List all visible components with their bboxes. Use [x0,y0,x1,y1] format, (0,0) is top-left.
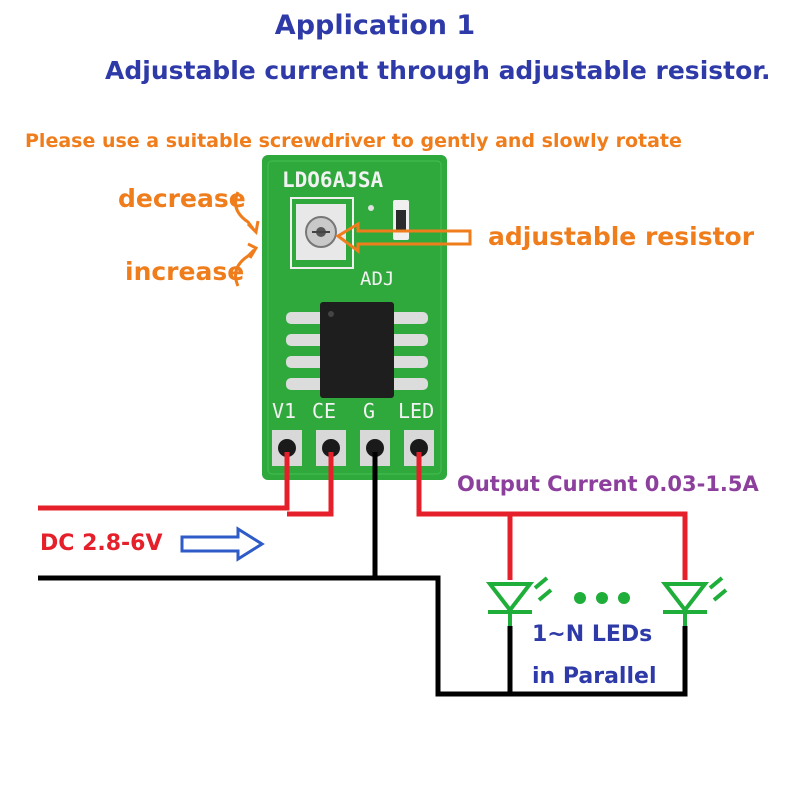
ellipsis-dots [574,592,630,604]
trimmer-outline [290,197,354,269]
ce-wire [287,452,334,517]
positive-wire [38,452,290,511]
adjust-arrow [335,221,472,254]
ic-chip [286,302,428,398]
adj-label: ADJ [360,268,394,290]
led-ground-wire [375,575,688,697]
subtitle: Adjustable current through adjustable re… [105,56,771,85]
increase-label: increase [125,257,245,286]
dc-input-arrow [180,526,265,562]
pin-label-v1: V1 [272,399,296,423]
board-model-label: LDO6AJSA [282,168,384,192]
pin-label-g: G [363,399,375,423]
led-1 [485,576,553,626]
adjustable-resistor-label: adjustable resistor [488,222,755,251]
led-output-wire [416,452,688,580]
decrease-label: decrease [118,184,246,213]
leds-label-line1: 1~N LEDs [532,622,653,647]
output-current-label: Output Current 0.03-1.5A [457,472,759,496]
instruction-text: Please use a suitable screwdriver to gen… [25,130,682,152]
decrease-arrow [234,191,256,231]
pin-label-ce: CE [312,399,336,423]
increase-arrow [234,248,256,287]
led-n [660,576,728,626]
pin-label-led: LED [398,399,434,423]
dc-input-label: DC 2.8-6V [40,531,163,556]
title: Application 1 [274,10,476,41]
leds-label-line2: in Parallel [532,664,657,689]
